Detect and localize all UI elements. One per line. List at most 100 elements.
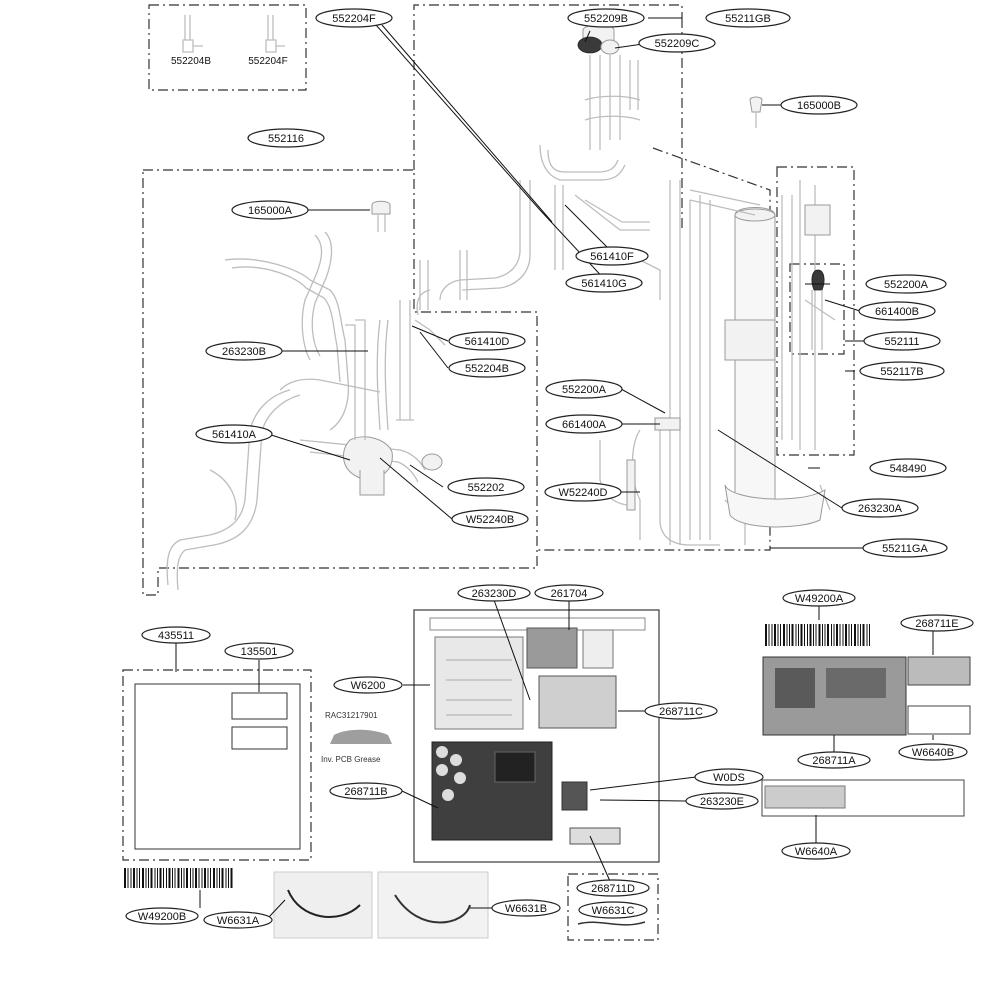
callout-55211GA: 55211GA	[862, 538, 948, 558]
electrical-components	[123, 609, 971, 939]
callout-268711B: 268711B	[329, 782, 403, 800]
sub-pcb-e	[907, 656, 971, 686]
svg-text:55211GA: 55211GA	[882, 543, 928, 555]
callout-W49200A: W49200A	[782, 589, 856, 607]
callout-548490: 548490	[869, 458, 947, 478]
inset-caption-left: 552204B	[171, 56, 211, 67]
svg-text:W6640B: W6640B	[912, 747, 954, 759]
svg-text:261704: 261704	[551, 588, 588, 600]
svg-text:268711A: 268711A	[812, 755, 856, 767]
inset-valves	[182, 15, 285, 53]
harness-photo-a	[273, 871, 373, 939]
group-435511-boundary	[122, 669, 312, 861]
svg-text:435511: 435511	[158, 630, 194, 642]
svg-text:552209B: 552209B	[584, 13, 628, 25]
svg-text:268711E: 268711E	[915, 618, 958, 630]
callout-552202: 552202	[447, 477, 525, 497]
service-cover	[134, 683, 301, 850]
callout-552111: 552111	[863, 331, 941, 351]
svg-text:552204B: 552204B	[465, 363, 509, 375]
callout-263230D: 263230D	[457, 584, 531, 602]
svg-text:552204F: 552204F	[332, 13, 376, 25]
terminal-block	[907, 705, 971, 735]
leader-lines	[175, 17, 934, 919]
callout-552204B-main: 552204B	[448, 358, 526, 378]
group-55211GB-boundary	[413, 4, 683, 230]
callout-W0DS: W0DS	[694, 768, 764, 786]
svg-text:W49200A: W49200A	[795, 593, 844, 605]
svg-text:552200A: 552200A	[562, 384, 607, 396]
barcode-stripes-a	[765, 624, 870, 646]
callout-661400A: 661400A	[545, 414, 623, 434]
svg-text:W52240B: W52240B	[466, 514, 514, 526]
svg-text:165000A: 165000A	[248, 205, 293, 217]
svg-text:263230E: 263230E	[700, 796, 744, 808]
svg-text:263230B: 263230B	[222, 346, 266, 358]
svg-text:W6631A: W6631A	[217, 915, 260, 927]
callout-435511: 435511	[141, 626, 211, 644]
svg-text:661400B: 661400B	[875, 306, 919, 318]
svg-text:165000B: 165000B	[797, 100, 841, 112]
callout-W6631B: W6631B	[491, 899, 561, 917]
group-552111-boundary	[789, 263, 845, 355]
barcode-stripes-b	[124, 868, 233, 888]
callout-135501: 135501	[224, 642, 294, 660]
svg-text:55211GB: 55211GB	[725, 13, 771, 25]
svg-text:263230D: 263230D	[472, 588, 517, 600]
svg-text:552209C: 552209C	[655, 38, 700, 50]
noise-filter-pcb	[538, 675, 617, 729]
group-268711D-boundary	[567, 873, 659, 941]
group-552116-boundary	[142, 169, 538, 596]
grease-caption: Inv. PCB Grease	[321, 755, 381, 764]
callout-268711C: 268711C	[644, 702, 718, 720]
svg-text:268711D: 268711D	[591, 883, 635, 895]
callout-552200A-mid: 552200A	[545, 379, 623, 399]
refrigerant-piping	[166, 24, 836, 591]
callout-561410F: 561410F	[575, 246, 649, 266]
callout-661400B: 661400B	[858, 301, 936, 321]
callout-W6200: W6200	[333, 676, 403, 694]
callout-552209B: 552209B	[567, 8, 645, 28]
callout-263230E: 263230E	[685, 792, 759, 810]
callout-261704: 261704	[534, 584, 604, 602]
svg-text:W6200: W6200	[351, 680, 386, 692]
callout-W52240D: W52240D	[544, 482, 622, 502]
svg-text:552111: 552111	[884, 336, 919, 348]
callout-561410A: 561410A	[195, 424, 273, 444]
callout-55211GB: 55211GB	[705, 8, 791, 28]
callout-165000B: 165000B	[780, 95, 858, 115]
callout-268711D: 268711D	[576, 879, 650, 897]
callout-W49200B: W49200B	[125, 907, 199, 925]
heatsink	[434, 636, 524, 730]
svg-text:W6640A: W6640A	[795, 846, 838, 858]
grease-code: RAC31217901	[325, 711, 378, 720]
pcb-grease	[330, 729, 392, 744]
callout-165000A: 165000A	[231, 200, 309, 220]
svg-text:552200A: 552200A	[884, 279, 929, 291]
svg-text:263230A: 263230A	[858, 503, 903, 515]
svg-text:268711C: 268711C	[659, 706, 703, 718]
callout-W6640A: W6640A	[781, 842, 851, 860]
svg-text:W0DS: W0DS	[713, 772, 745, 784]
svg-text:561410A: 561410A	[212, 429, 257, 441]
svg-text:661400A: 661400A	[562, 419, 607, 431]
svg-text:561410F: 561410F	[590, 251, 634, 263]
svg-text:552116: 552116	[268, 133, 304, 145]
inset-caption-right: 552204F	[248, 56, 287, 67]
callout-W52240B: W52240B	[451, 509, 529, 529]
callout-W6631A: W6631A	[203, 911, 273, 929]
callouts: 552204F 552209B 55211GB 552209C 165000B …	[125, 8, 974, 929]
group-552117B-boundary	[776, 166, 855, 456]
callout-W6631C: W6631C	[578, 901, 648, 919]
svg-text:135501: 135501	[241, 646, 278, 658]
callout-552117B: 552117B	[859, 361, 945, 381]
callout-268711A: 268711A	[797, 751, 871, 769]
callout-561410G: 561410G	[565, 273, 643, 293]
svg-text:552117B: 552117B	[880, 366, 923, 378]
callout-561410D: 561410D	[448, 331, 526, 351]
inset-box	[148, 4, 307, 91]
callout-W6640B: W6640B	[898, 743, 968, 761]
svg-text:552202: 552202	[468, 482, 505, 494]
svg-text:268711B: 268711B	[344, 786, 387, 798]
